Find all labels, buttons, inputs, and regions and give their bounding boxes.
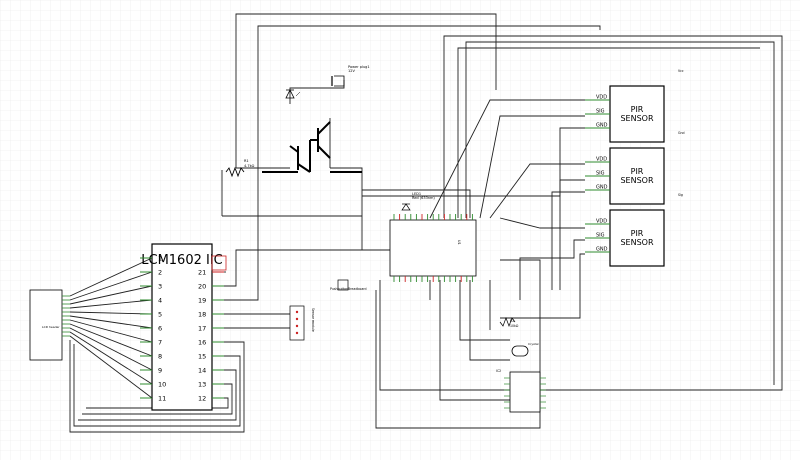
resistor-r1	[225, 166, 245, 178]
right-edge-label-3: Sig	[678, 193, 683, 197]
power-plug-label: Power plug1	[348, 65, 370, 69]
lcm-right-pin-label: 12	[198, 395, 206, 403]
led-1: LED1 Red (633nm)	[401, 192, 435, 211]
led-1-label: LED1	[412, 192, 421, 196]
sensor-module-pin	[295, 310, 299, 314]
pushbutton-label: Pushbutton	[330, 287, 348, 291]
mcu-label: U1	[457, 240, 461, 245]
led-1-desc: Red (633nm)	[412, 196, 435, 200]
sensor-module-label: Sensor module	[311, 308, 315, 332]
pir-sensor-pin-label: VDD	[596, 95, 607, 101]
lcd-header-connector: LCD header	[29, 289, 70, 361]
lcm-right-pin-label: 16	[198, 339, 206, 347]
lcm-right-pin-label: 18	[198, 311, 206, 319]
resistor-r2-label: R2	[510, 319, 514, 323]
lcm-right-pin-label: 13	[198, 381, 206, 389]
diode	[285, 89, 301, 99]
ic2-label: IC2	[496, 369, 501, 373]
sensor-module-pin	[295, 324, 299, 328]
power-plug-voltage: 12V	[348, 69, 355, 73]
lcm-title: LCM1602 IIC	[141, 253, 223, 268]
lcm-left-pin-label: 2	[158, 269, 162, 277]
pir-sensor-pin-label: SIG	[596, 109, 605, 115]
pushbutton: Pushbutton Breadboard	[330, 279, 367, 291]
lcm-left-pin-label: 7	[158, 339, 162, 347]
lcm-right-pin-label: 17	[198, 325, 206, 333]
pir-sensor-pin-label: VDD	[596, 157, 607, 163]
lcm-left-pin-label: 4	[158, 297, 162, 305]
pir-sensor-title: PIR	[631, 105, 644, 114]
sensor-module-pin	[295, 331, 299, 335]
sensor-module: Sensor module	[289, 305, 315, 341]
resistor-r2-value: 10kΩ	[510, 324, 519, 328]
resistor-r1-label: R1	[244, 159, 249, 163]
lcm-right-pin-label: 15	[198, 353, 206, 361]
pir-sensor-pin-label: GND	[596, 185, 608, 191]
lcm-right-pin-label: 20	[198, 283, 206, 291]
pir-sensor-pin-label: GND	[596, 247, 608, 253]
pir-sensor-title: PIR	[631, 167, 644, 176]
lcm-left-pin-label: 1	[158, 255, 162, 263]
pir-sensor-pin-label: SIG	[596, 233, 605, 239]
pir-sensor-title: SENSOR	[620, 114, 653, 123]
lcm-right-pin-label: 21	[198, 269, 206, 277]
lcm-right-pin-label: 14	[198, 367, 206, 375]
lcd-header-label: LCD header	[42, 325, 60, 329]
lcm-right-pin-label: 19	[198, 297, 206, 305]
sensor-module-pin	[295, 317, 299, 321]
transistor-pair	[262, 121, 362, 173]
pir-sensors: PIRSENSORVDDSIGGNDPIRSENSORVDDSIGGNDPIRS…	[585, 85, 665, 267]
crystal-block: R2 10kΩ Crystal IC2	[496, 317, 546, 413]
resistor-r1-value: 4.7kΩ	[244, 164, 255, 168]
crystal-label: Crystal	[528, 342, 539, 346]
pir-sensor-pin-label: VDD	[596, 219, 607, 225]
breadboard-label: Breadboard	[348, 287, 367, 291]
right-edge-label-1: Vcc	[678, 69, 684, 73]
pir-sensor-title: SENSOR	[620, 176, 653, 185]
microcontroller: U1	[389, 214, 477, 282]
right-edge-label-2: Gnd	[678, 131, 685, 135]
lcm-left-pin-label: 6	[158, 325, 162, 333]
lcm-left-pin-label: 3	[158, 283, 162, 291]
power-plug: Power plug1 12V	[331, 65, 370, 87]
lcm-left-pin-label: 10	[158, 381, 166, 389]
lcm-left-pin-label: 5	[158, 311, 162, 319]
lcm-left-pin-label: 11	[158, 395, 166, 403]
pir-sensor-title: PIR	[631, 229, 644, 238]
lcm-left-pin-label: 8	[158, 353, 162, 361]
lcm-left-pin-label: 9	[158, 367, 162, 375]
pir-sensor-title: SENSOR	[620, 238, 653, 247]
pir-sensor-pin-label: SIG	[596, 171, 605, 177]
wires	[69, 13, 783, 433]
pir-sensor-pin-label: GND	[596, 123, 608, 129]
resistor-r2	[499, 317, 516, 327]
